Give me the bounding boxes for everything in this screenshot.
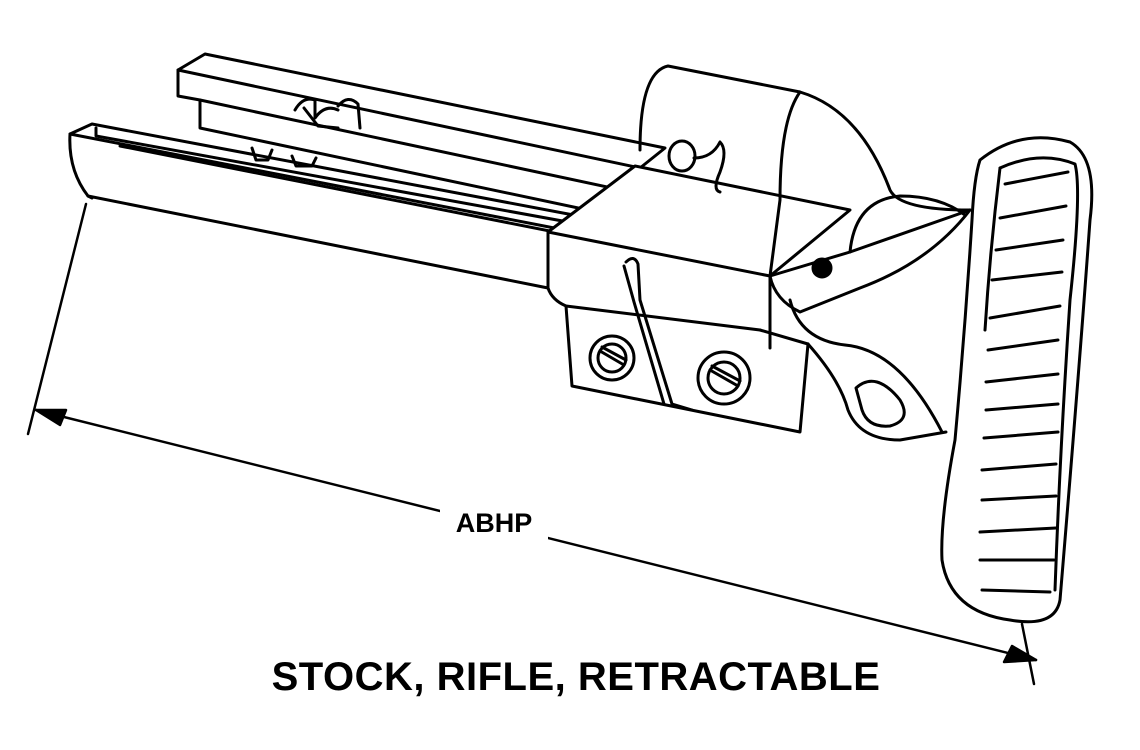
- cheek-riser: [638, 64, 972, 279]
- extension-line-left: [26, 202, 88, 436]
- arrowhead-right: [1002, 644, 1038, 664]
- diagram-caption: STOCK, RIFLE, RETRACTABLE: [271, 655, 881, 699]
- upper-rail: [176, 52, 667, 222]
- receiver-block: [546, 164, 852, 434]
- dimension-label: ABHP: [440, 506, 548, 540]
- buttplate: [768, 136, 1094, 624]
- lower-rail: [68, 122, 602, 290]
- arrowhead-left: [34, 408, 68, 427]
